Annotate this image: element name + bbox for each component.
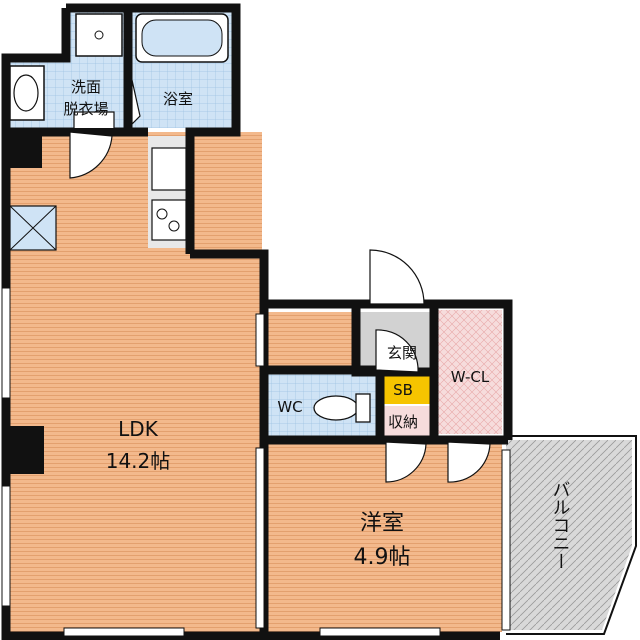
storage-floor [376,406,430,436]
toilet-bowl [313,395,359,421]
storage-label: 収納 [388,413,418,431]
bath-label: 浴室 [163,90,193,108]
burner-2 [168,220,180,232]
balcony-floor [506,440,632,630]
entrance-label: 玄関 [387,344,417,362]
balcony-outline [506,435,637,635]
washroom-label-2: 脱衣場 [63,100,108,118]
shoebox-label: SB [393,381,413,399]
laundry-pan [75,13,123,57]
windows [1,287,511,637]
western-size-label: 4.9帖 [354,545,411,570]
washbasin-bowl [13,74,39,112]
washroom-label: 洗面 [71,78,101,96]
wcl-label: W-CL [451,368,490,386]
burner-1 [156,208,168,220]
ldk-label: LDK [118,417,159,441]
fridge-cross [9,205,57,251]
laundry-drain [94,30,104,40]
kitchen-stove [151,199,187,241]
pillar-left-top [6,132,42,168]
toilet-tank [355,393,371,423]
pillar-left-mid [6,426,44,474]
hall-floor [262,312,356,368]
bathtub-inner [141,19,223,57]
western-label: 洋室 [360,511,404,536]
doors [69,79,491,483]
wc-label: WC [277,398,302,416]
wcl-floor [438,310,502,434]
balcony-label: バルコニー [550,480,571,570]
ldk-size-label: 14.2帖 [106,449,171,473]
shoebox [376,374,430,404]
kitchen-sink [151,147,187,191]
